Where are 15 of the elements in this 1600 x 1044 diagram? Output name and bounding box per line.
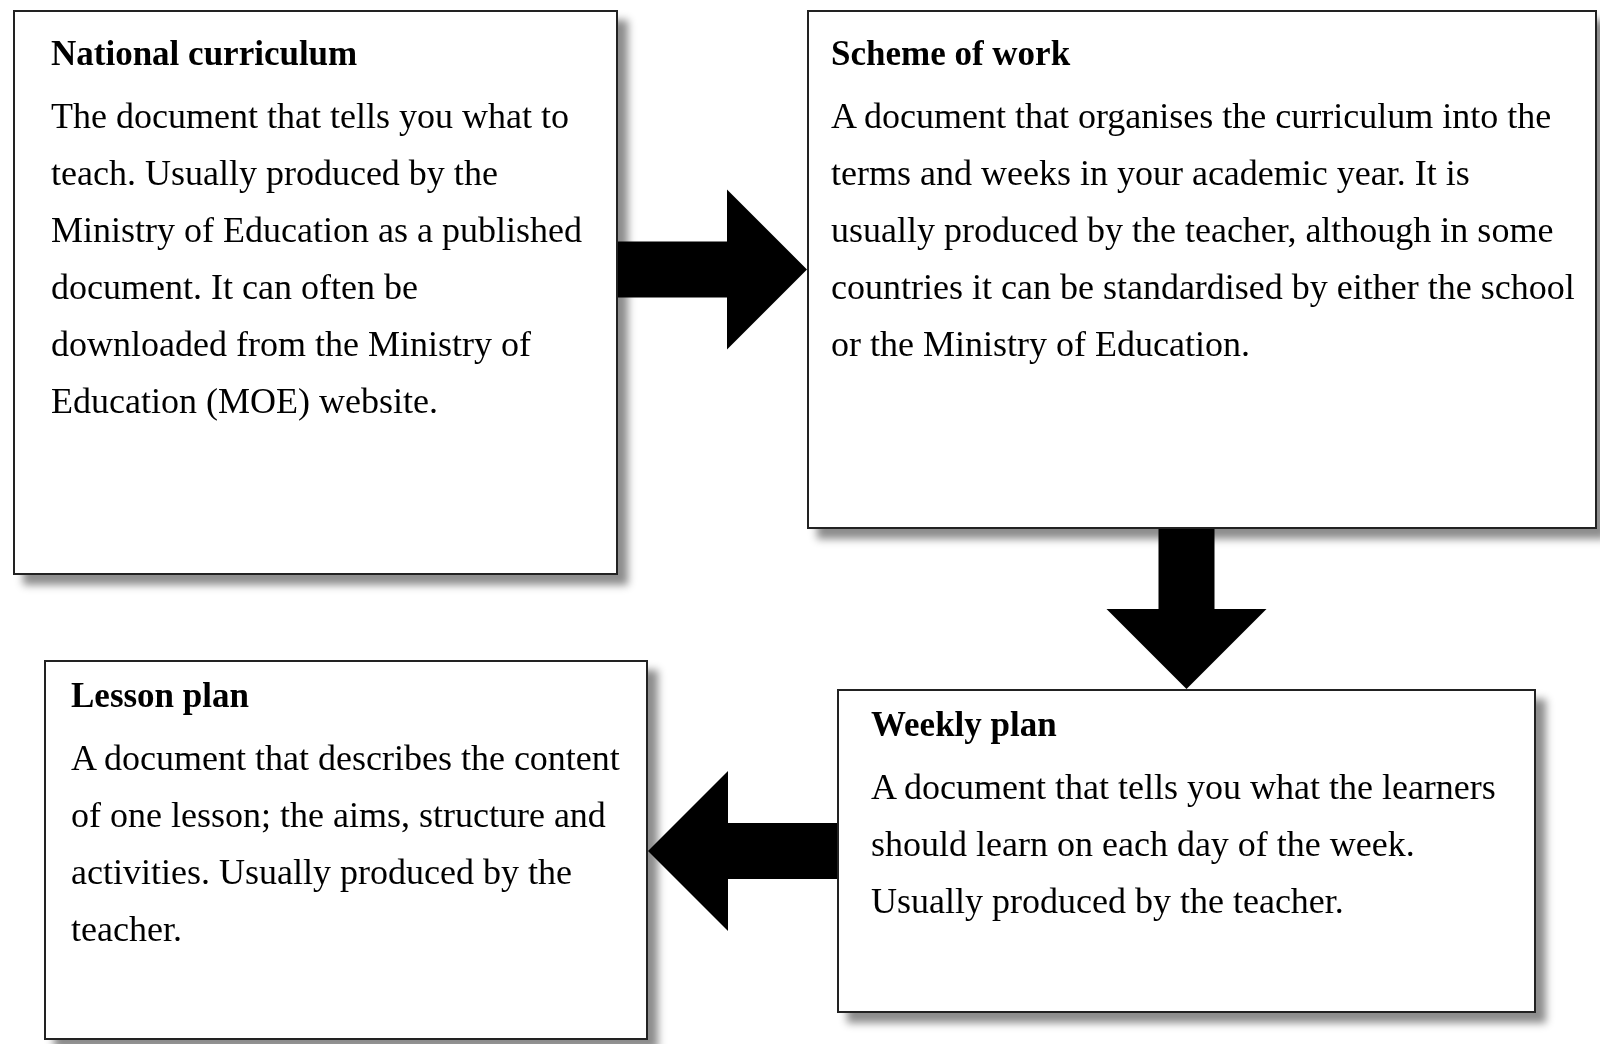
box-description: A document that organises the curriculum into the terms and weeks in your academic year. It is usually produced by the teacher, although in some countries it can be standardised by either the school or the Ministry of Education. [831, 95, 1576, 366]
box-heading: National curriculum [51, 33, 359, 75]
box-description: The document that tells you what to teach. Usually produced by the Ministry of Education as a published document. It can often be downloaded from the Ministry of Education (MOE) website. [51, 95, 583, 423]
text-box [44, 660, 648, 1040]
box-description: A document that describes the content of one lesson; the aims, structure and activities. Usually produced by the teacher. [71, 737, 621, 951]
block-arrow [1106, 529, 1267, 689]
box-heading: Weekly plan [871, 704, 1058, 746]
box-heading: Scheme of work [831, 33, 1072, 75]
block-arrow [648, 771, 837, 931]
text-box [837, 689, 1536, 1013]
text-box [13, 10, 618, 575]
block-arrow [618, 189, 807, 350]
box-heading: Lesson plan [71, 675, 250, 717]
box-description: A document that tells you what the learners should learn on each day of the week. Usually produced by the teacher. [871, 766, 1497, 923]
text-box [807, 10, 1597, 529]
